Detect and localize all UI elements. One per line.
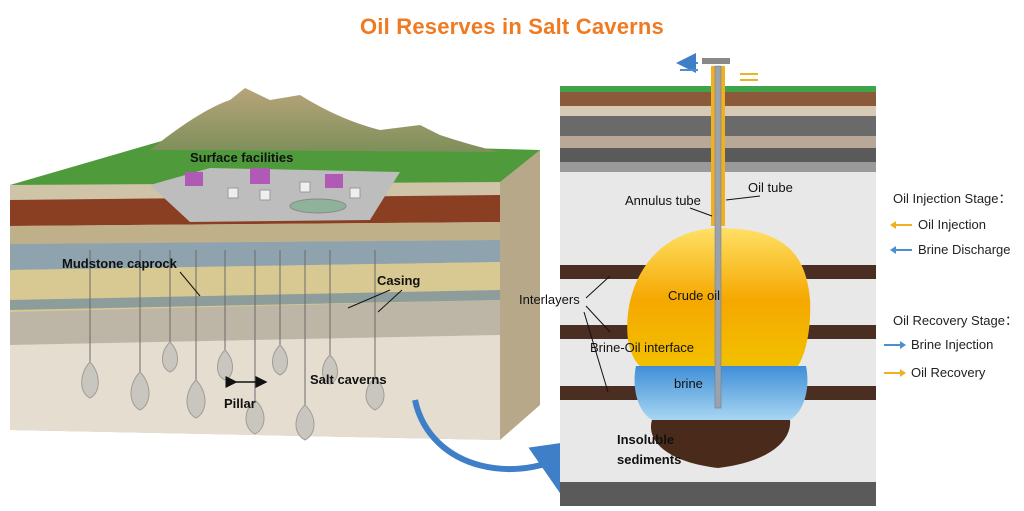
annulus-tube [714, 65, 722, 409]
label-interlayers: Interlayers [519, 292, 580, 307]
pointer-interlayer-2 [585, 305, 611, 333]
pointer-casing-1 [347, 289, 391, 309]
label-oil-tube: Oil tube [748, 180, 793, 195]
legend-brine-injection: Brine Injection [911, 337, 993, 352]
pond [289, 198, 347, 214]
label-casing: Casing [377, 273, 420, 288]
mountain [150, 88, 500, 152]
label-brine: brine [674, 376, 703, 391]
legend-oil-recovery-head [900, 369, 906, 377]
salt-cavern-shapes [81, 341, 385, 441]
pointer-mudstone [179, 271, 201, 297]
legend-injection-stage: Oil Injection Stage： [893, 191, 1012, 206]
label-crude-oil: Crude oil [668, 288, 720, 303]
label-brine-oil-interface: Brine-Oil interface [590, 340, 694, 355]
pointer-annulus [689, 207, 713, 217]
connector-arrow [412, 399, 595, 497]
page-title: Oil Reserves in Salt Caverns [360, 14, 664, 39]
legend-oil-recovery: Oil Recovery [911, 365, 986, 380]
label-insoluble: Insoluble [617, 432, 674, 447]
bottom-strip [560, 482, 876, 506]
wellhead [702, 58, 730, 64]
pointer-interlayer-3 [583, 311, 609, 393]
legend: Oil Injection Stage： Oil Injection Brine… [884, 191, 1018, 380]
legend-oil-injection: Oil Injection [918, 217, 986, 232]
legend-oil-injection-head [890, 221, 896, 229]
legend-brine-injection-head [900, 341, 906, 349]
label-sediments: sediments [617, 452, 681, 467]
cross-section [560, 53, 876, 506]
label-annulus-tube: Annulus tube [625, 193, 701, 208]
label-mudstone-caprock: Mudstone caprock [62, 256, 178, 271]
legend-brine-discharge-head [890, 246, 896, 254]
casings [89, 250, 376, 405]
legend-brine-discharge: Brine Discharge [918, 242, 1011, 257]
label-surface-facilities: Surface facilities [190, 150, 293, 165]
sand-layer [10, 222, 500, 244]
pointer-oil-tube [725, 195, 761, 201]
label-pillar: Pillar [224, 396, 256, 411]
legend-recovery-stage: Oil Recovery Stage： [893, 313, 1018, 328]
label-salt-caverns: Salt caverns [310, 372, 387, 387]
sediment-body [650, 420, 791, 468]
block-side-face [500, 150, 540, 440]
pointer-interlayer-1 [585, 275, 611, 299]
surface-facilities-cluster [185, 168, 361, 201]
geology-block [10, 88, 540, 441]
pointer-casing-2 [377, 289, 403, 313]
